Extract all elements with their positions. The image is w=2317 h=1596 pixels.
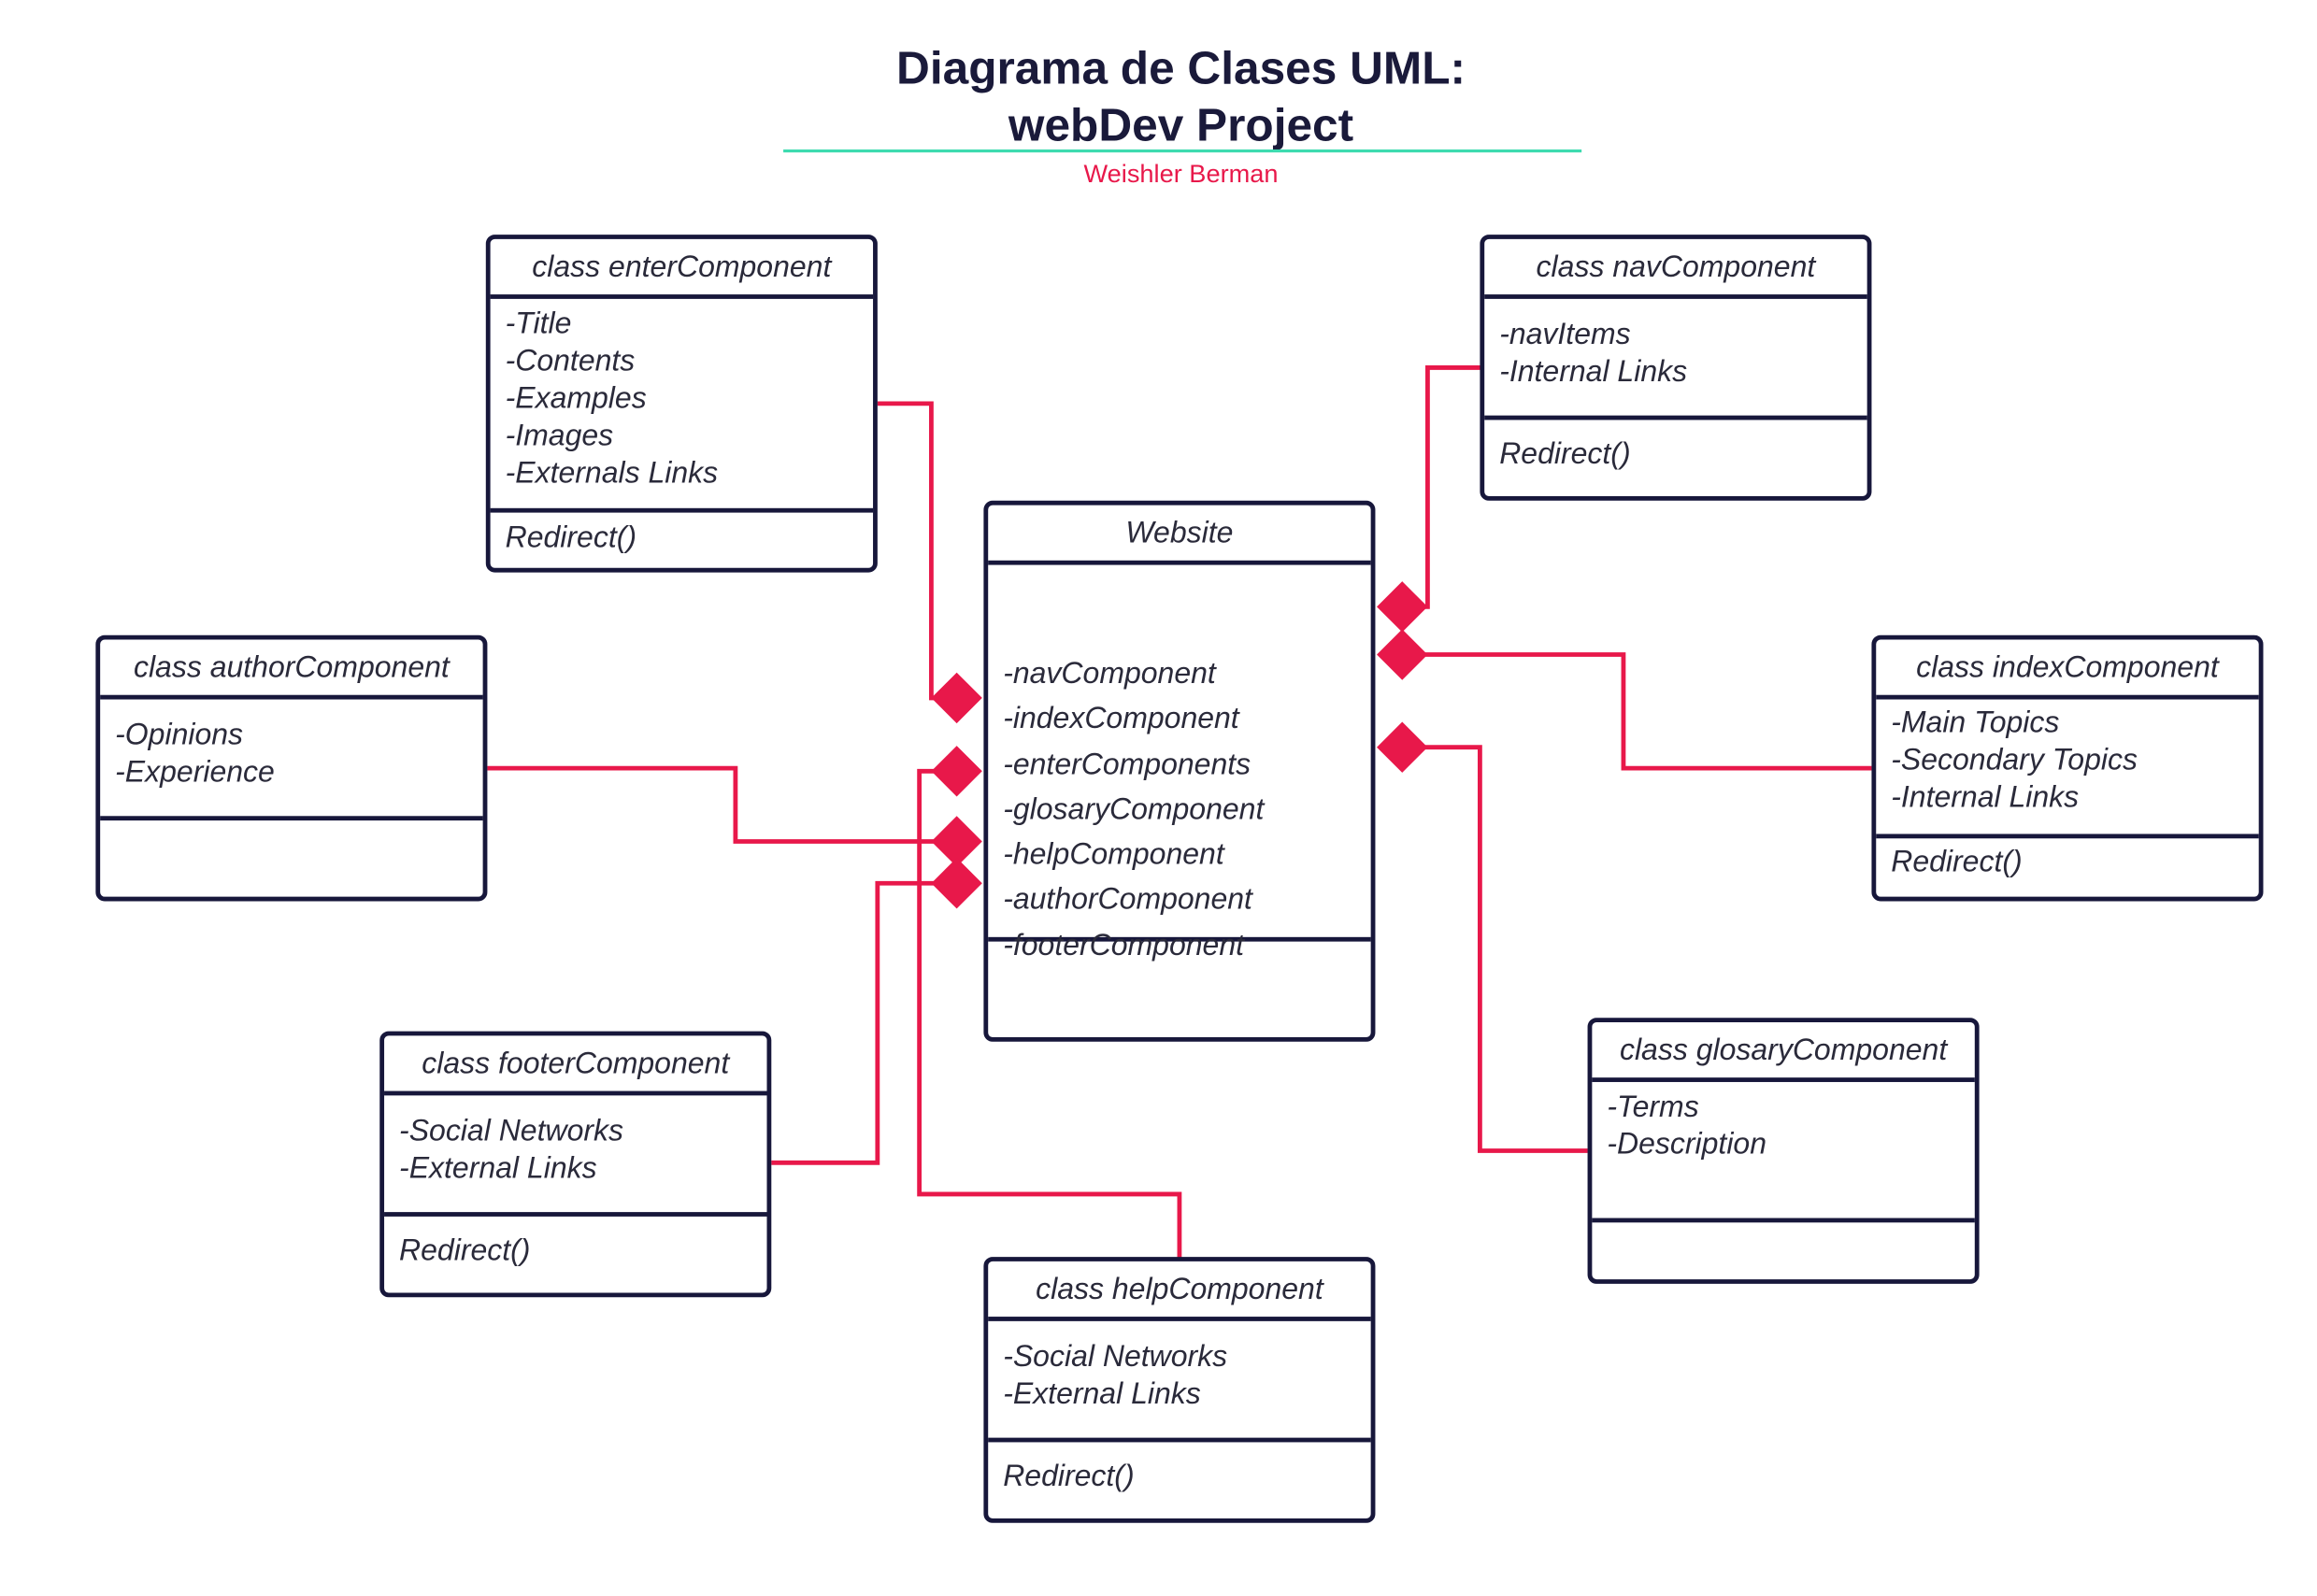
attribute: -Description	[1607, 1128, 1767, 1161]
composition-diamond-footer	[931, 858, 982, 909]
attributes-section: -navComponent -indexComponent -enterComp…	[988, 565, 1371, 962]
composition-diamond-help	[1377, 721, 1428, 773]
attribute: -Secondary Topics	[1891, 744, 2138, 777]
class-name: Website	[988, 506, 1371, 565]
attributes-section: -Title -Contents -Examples -Images -Exte…	[490, 299, 874, 513]
connector-nav	[1402, 365, 1482, 609]
connector-footer	[771, 880, 957, 1165]
class-box-help-component[interactable]: class helpComponent -Social Networks -Ex…	[983, 1257, 1376, 1523]
diagram-title-line1: Diagrama de Clases UML:	[896, 41, 1466, 94]
composition-diamond-index	[1377, 629, 1428, 680]
attributes-section: -Social Networks -External Links	[988, 1321, 1371, 1443]
class-box-website[interactable]: Website -navComponent -indexComponent -e…	[983, 500, 1376, 1042]
attribute: -Experience	[115, 756, 275, 790]
composition-diamond-glosary	[931, 746, 982, 797]
methods-section: Redirect()	[988, 1442, 1370, 1496]
class-name: class glosaryComponent	[1592, 1022, 1975, 1082]
attribute: -authorComponent	[1003, 884, 1252, 918]
attributes-section: -Main Topics -Secondary Topics -Internal…	[1876, 700, 2259, 839]
attribute: -Social Networks	[1003, 1340, 1228, 1374]
attribute: -navComponent	[1003, 657, 1216, 691]
attributes-section: -Terms -Description	[1592, 1082, 1975, 1223]
method: Redirect()	[1499, 437, 1631, 471]
attribute: -Opinions	[115, 719, 244, 752]
method: Redirect()	[1891, 846, 2023, 879]
method: Redirect()	[1003, 1460, 1135, 1493]
attribute: -footerComponent	[1003, 929, 1245, 962]
class-name: class navComponent	[1484, 239, 1867, 299]
class-name: class footerComponent	[384, 1035, 767, 1096]
class-box-nav-component[interactable]: class navComponent -navItems -Internal L…	[1480, 235, 1872, 501]
diagram-title-line2: webDev Project	[1008, 98, 1354, 151]
composition-diamond-enter	[931, 672, 982, 724]
attributes-section: -navItems -Internal Links	[1484, 299, 1867, 420]
composition-diamond-author	[931, 816, 982, 867]
attribute: -Externals Links	[505, 457, 719, 491]
connector-author	[487, 765, 957, 844]
attribute: -indexComponent	[1003, 703, 1239, 736]
class-name: class authorComponent	[100, 640, 483, 700]
attribute: -glosaryComponent	[1003, 793, 1265, 827]
title-underline	[783, 149, 1582, 153]
attribute: -navItems	[1499, 318, 1631, 351]
attribute: -Social Networks	[399, 1115, 624, 1148]
method: Redirect()	[505, 521, 637, 555]
methods-section: Redirect()	[384, 1217, 766, 1271]
attributes-section: -Opinions -Experience	[100, 700, 483, 821]
attributes-section: -Social Networks -External Links	[384, 1095, 767, 1217]
attribute: -Title	[505, 307, 572, 341]
connector-index	[1402, 652, 1872, 771]
author-name: Weishler Berman	[1083, 160, 1279, 189]
class-box-author-component[interactable]: class authorComponent -Opinions -Experie…	[95, 634, 488, 902]
class-name: class helpComponent	[988, 1261, 1371, 1321]
attribute: -enterComponents	[1003, 748, 1251, 781]
class-box-footer-component[interactable]: class footerComponent -Social Networks -…	[379, 1031, 772, 1298]
methods-section: Redirect()	[1484, 420, 1866, 474]
class-box-index-component[interactable]: class indexComponent -Main Topics -Secon…	[1871, 634, 2264, 902]
class-box-glosary-component[interactable]: class glosaryComponent -Terms -Descripti…	[1587, 1018, 1980, 1284]
class-name: class enterComponent	[490, 239, 874, 299]
class-box-enter-component[interactable]: class enterComponent -Title -Contents -E…	[485, 235, 878, 573]
class-name: class indexComponent	[1876, 640, 2259, 700]
attribute: -Main Topics	[1891, 706, 2060, 740]
composition-diamond-nav	[1377, 581, 1428, 633]
attribute: -External Links	[399, 1152, 597, 1186]
connector-glosary	[1402, 745, 1588, 1153]
attribute: -helpComponent	[1003, 838, 1224, 872]
method: Redirect()	[399, 1234, 531, 1268]
attribute: -Contents	[505, 345, 636, 378]
connector-enter	[877, 401, 957, 701]
attribute: -Internal Links	[1499, 355, 1688, 389]
methods-section: Redirect()	[1876, 838, 2258, 881]
attribute: -Examples	[505, 382, 647, 416]
attribute: -External Links	[1003, 1377, 1201, 1411]
attribute: -Internal Links	[1891, 781, 2080, 815]
methods-section: Redirect()	[491, 513, 873, 558]
attribute: -Images	[505, 420, 614, 453]
attribute: -Terms	[1607, 1090, 1699, 1124]
